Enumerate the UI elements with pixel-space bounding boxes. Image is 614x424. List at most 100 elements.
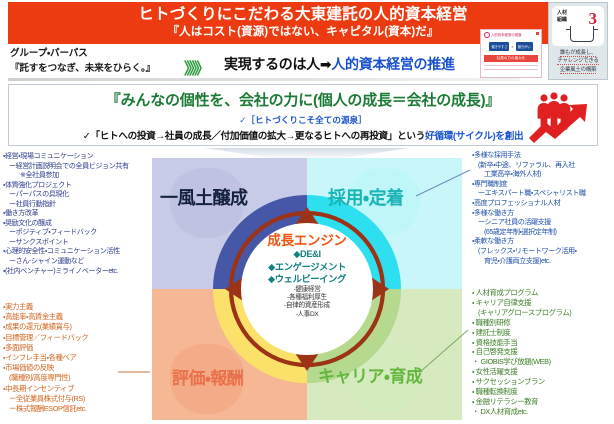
growth-cycle-arrows xyxy=(225,207,389,371)
thumb-doc-header: 人的資本経営の推進 xyxy=(481,30,541,39)
list-item: ー経営計画説明会での全員ビジョン共有 xyxy=(9,161,129,170)
pillar-keyword-1: 人材 xyxy=(557,10,568,16)
hub-sub-3: -自律的資産形成 xyxy=(284,302,330,310)
chevron-right-icon: 》》》 xyxy=(184,61,210,78)
thumbnail-pillar-card[interactable]: 人材 組織 3 誰もが成長し、 チャレンジできる 企業風土の構築 xyxy=(548,2,608,80)
header-banner: ヒトづくりにこだわる大東建託の人的資本経営 『人はコスト(資源)ではない、キャピ… xyxy=(8,2,598,44)
list-item: ※全社員参加 xyxy=(20,171,59,180)
quadrant-label-evaluation: 評価・報酬 xyxy=(172,369,244,388)
thumb-doc-formula: 働きやすさ × 働きがい xyxy=(481,42,541,52)
list-item: ・ サクセッションプラン xyxy=(472,377,545,387)
growth-engine-hub: 成長エンジン ◆DE&I ◆エンゲージメント ◆ウェルビーイング -健康経営 -… xyxy=(241,223,373,355)
list-item: ・ 建託士制度 xyxy=(472,327,511,337)
list-item: ・多様な働き方 xyxy=(472,208,514,217)
hiring-list: ・多様な採用手法(新卒・中途、リファラル、再入社工業高卒・海外人材)・専門職制度… xyxy=(472,151,614,266)
hub-title: 成長エンジン xyxy=(267,233,347,248)
list-item: ・市場価値の反映 xyxy=(3,363,54,373)
list-item: (キャリアグロースプログラム) xyxy=(478,307,572,317)
list-item: ・多面評価 xyxy=(3,342,33,352)
pillar-card-top: 人材 組織 3 xyxy=(552,6,604,46)
list-item: ー株式報酬ESOP信託etc. xyxy=(9,404,87,414)
pillar-caption-1: 誰もが成長し、 xyxy=(559,50,597,57)
list-item: ・中長期インセンティブ xyxy=(3,383,75,393)
list-item: ・目標管理／フィードバック xyxy=(3,332,89,342)
pillar-caption-3: 企業風土の構築 xyxy=(559,66,597,74)
pillar-card-number: 3 xyxy=(588,9,598,28)
hub-bullet-3: ◆ウェルビーイング xyxy=(268,274,346,284)
key-message-line1: ✓［ヒトづくりこそ全ての源泉］ xyxy=(239,115,367,125)
hub-bullet-2: ◆エンゲージメント xyxy=(268,261,346,272)
quadrant-label-hiring: 採用・定着 xyxy=(328,188,404,208)
thumb-doc-bar: 社員の力の最大化 xyxy=(484,55,538,63)
pillar-card-keywords: 人材 組織 xyxy=(557,10,567,24)
pillar-keyword-2: 組織 xyxy=(557,17,568,23)
quadrant-label-career: キャリア・育成 xyxy=(318,367,423,386)
thumb-doc-box-right: 働きがい xyxy=(515,42,533,52)
list-item: ・柔軟な働き方 xyxy=(472,237,514,246)
key-message-box: 『みんなの個性を、会社の力に(個人の成長＝会社の成長)』 ✓［ヒトづくりこそ全て… xyxy=(8,84,598,146)
list-item: ・ DX人材育成etc. xyxy=(472,406,528,416)
detail-block-culture: ・経営・現場コミュニケーションー経営計画説明会での全員ビジョン共有※全社員参加・… xyxy=(3,152,155,276)
multiply-icon: × xyxy=(511,44,514,50)
list-item: (新卒・中途、リファラル、再入社 xyxy=(478,160,575,169)
list-item: ・心理的安全性・コミュニケーション活性 xyxy=(3,247,120,256)
purpose-divider xyxy=(8,78,520,81)
list-item: ・働き方改革 xyxy=(3,209,39,218)
key-message-line2-accent: 好循環(サイクル)を創出 xyxy=(425,131,524,142)
list-item: ・(社内ベンチャー)ミライノベーターetc. xyxy=(3,266,119,275)
list-item: 工業高卒・海外人材) xyxy=(484,170,542,179)
group-purpose-text: グループ・パーパス 『託すをつなぎ、未来をひらく。』 xyxy=(10,46,155,76)
group-purpose-label: グループ・パーパス xyxy=(10,48,88,59)
list-item: ーエキスパート職・スペシャリスト職 xyxy=(478,189,586,198)
culture-list: ・経営・現場コミュニケーションー経営計画説明会での全員ビジョン共有※全社員参加・… xyxy=(3,152,155,276)
list-item: ・ 自己啓発支援 xyxy=(472,347,518,357)
list-item: ・専門職制度 xyxy=(472,179,508,188)
three-people-growth-arrow-icon xyxy=(529,92,587,143)
growth-engine-diagram: 成長エンジン ◆DE&I ◆エンゲージメント ◆ウェルビーイング -健康経営 -… xyxy=(152,158,462,420)
purpose-statement-plain: 実現するのは人➡ xyxy=(224,56,332,72)
purpose-statement-accent: 人的資本経営の推進 xyxy=(331,56,455,72)
bullet-dot-icon xyxy=(484,32,490,39)
list-item: ・高能率・高賃金主義 xyxy=(3,312,63,322)
detail-block-career: ・ 人材育成プログラム・ キャリア自律支援(キャリアグロースプログラム)・ 職種… xyxy=(472,288,614,417)
list-item: ・体質強化プロジェクト xyxy=(3,180,72,189)
list-item: ・成果の還元(業績賞与) xyxy=(3,322,72,332)
list-item: (職種別/高度専門性) xyxy=(9,373,71,383)
thumbnail-human-capital-doc[interactable]: 人的資本経営の推進 働きやすさ × 働きがい 社員の力の最大化 xyxy=(480,29,542,78)
pillar-caption-2: チャレンジできる xyxy=(557,58,599,66)
list-item: ーポジティブ・フィードバック xyxy=(9,228,97,237)
list-item: ーパーパスの具現化 xyxy=(9,190,69,199)
list-item: ・ 人材育成プログラム xyxy=(472,288,538,297)
hub-bullet-1: ◆DE&I xyxy=(293,249,321,259)
list-item: ・ キャリア自律支援 xyxy=(472,297,532,307)
list-item: ーさん-シャイン運動など xyxy=(9,257,84,266)
doc-corner-mark-icon xyxy=(536,32,539,35)
list-item: ・ GIOBIS学び放題(WEB) xyxy=(472,357,551,367)
list-item: (フレックス・リモートワーク活用・ xyxy=(478,246,577,255)
thumb-doc-rule-2 xyxy=(484,69,538,71)
banner-subtitle: 『人はコスト(資源)ではない、キャピタル(資本)だ』 xyxy=(167,26,439,38)
bucket-icon xyxy=(566,26,598,42)
list-item: ー社員行動指針 xyxy=(9,199,56,208)
evaluation-list: ・実力主義・高能率・高賃金主義・成果の還元(業績賞与)・目標管理／フィードバック… xyxy=(3,302,155,414)
hub-sub-4: -人事DX xyxy=(295,310,319,318)
list-item: ・ 女性活躍支援 xyxy=(472,367,518,377)
key-message-line2-pre: ✓「ヒトへの投資→社員の成長／付加価値の拡大→更なるヒトへの再投資」という xyxy=(82,131,426,142)
key-message-line2: ✓「ヒトへの投資→社員の成長／付加価値の拡大→更なるヒトへの再投資」という好循環… xyxy=(9,128,597,142)
list-item: ・インフレ手当・各種ベア xyxy=(3,353,77,363)
quadrant-label-culture: 一風土醸成 xyxy=(160,188,248,208)
detail-block-hiring: ・多様な採用手法(新卒・中途、リファラル、再入社工業高卒・海外人材)・専門職制度… xyxy=(472,151,614,266)
list-item: ーサンクスポイント xyxy=(9,237,69,246)
group-purpose-quote: 『託すをつなぎ、未来をひらく。』 xyxy=(10,63,156,74)
list-item: ・ 資格技能手当 xyxy=(472,337,518,347)
key-message-title: 『みんなの個性を、会社の力に(個人の成長＝会社の成長)』 xyxy=(105,92,501,109)
list-item: ー全従業員株式付与(RS) xyxy=(9,393,85,403)
thumb-doc-rule xyxy=(484,65,538,67)
list-item: ・奨励文化の醸成 xyxy=(3,218,52,227)
thumb-doc-header-text: 人的資本経営の推進 xyxy=(491,33,522,37)
list-item: 育児・介護両立支援)etc. xyxy=(484,256,551,265)
group-purpose-row: グループ・パーパス 『託すをつなぎ、未来をひらく。』 》》》 実現するのは人➡人… xyxy=(8,46,598,82)
purpose-statement: 実現するのは人➡人的資本経営の推進 xyxy=(224,54,455,74)
list-item: ・多様な採用手法 xyxy=(472,151,521,159)
